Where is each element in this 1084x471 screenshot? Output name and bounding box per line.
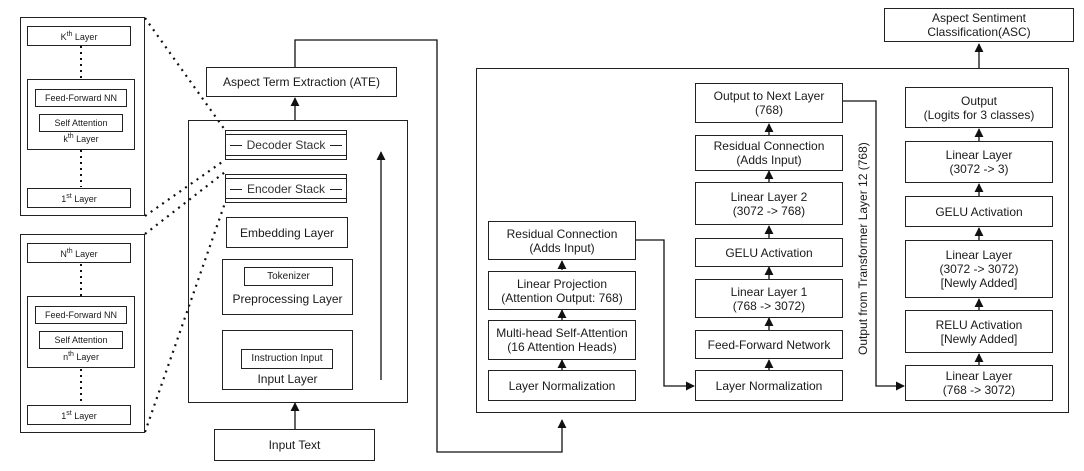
instruction-input-box: Instruction Input [241,349,333,369]
decoder-stack: Decoder Stack [225,130,347,160]
kth-layer-label: Kth Layer [60,31,98,42]
linear-layer-mid: Linear Layer(3072 -> 3072)[Newly Added] [905,240,1053,298]
encoder-layer-detail-bottom [20,234,145,433]
mhsa-box: Multi-head Self-Attention(16 Attention H… [488,320,636,360]
ffn-box: Feed-Forward Network [695,330,843,359]
tokenizer-label: Tokenizer [267,270,310,282]
layer-norm-a: Layer Normalization [488,370,636,401]
first-layer-label: 1st Layer [61,193,97,204]
model-container [188,120,408,403]
transformer-container [476,68,1069,413]
encoder-stack-label: Encoder Stack [242,181,330,196]
ffn-label: Feed-Forward NN [44,92,118,103]
gelu-activation-head: GELU Activation [905,196,1053,227]
nth-layer-label: Nth Layer [60,248,98,259]
attention-label: Self Attention [54,117,108,128]
preprocessing-layer-label: Preprocessing Layer [232,292,343,306]
instruction-input-label: Instruction Input [251,353,323,364]
linear-layer-top: Linear Layer(3072 -> 3) [905,141,1053,183]
gelu-activation-a: GELU Activation [695,238,843,267]
ffn-box-bottom: Feed-Forward NN [35,306,127,324]
encoder-layer-detail-top [20,17,145,216]
attention-label: Self Attention [54,334,108,345]
inner-layer-label: kth Layer [63,133,99,144]
linear-layer-bottom: Linear Layer(768 -> 3072) [905,365,1053,401]
ffn-label: Feed-Forward NN [44,309,118,320]
input-layer-label: Input Layer [257,372,318,386]
attention-box-bottom: Self Attention [39,331,123,349]
attention-box-top: Self Attention [39,114,123,132]
ate-label: Aspect Term Extraction (ATE) [223,75,380,89]
output-logits-box: Output(Logits for 3 classes) [905,87,1053,128]
first-layer-box-top: 1st Layer [27,188,131,208]
first-layer-label: 1st Layer [61,410,97,421]
embedding-layer-box: Embedding Layer [226,217,348,248]
ate-box: Aspect Term Extraction (ATE) [206,67,397,97]
kth-layer-box: Kth Layer [27,26,131,46]
linear-projection-box: Linear Projection(Attention Output: 768) [488,271,636,310]
transformer-output-label: Output from Transformer Layer 12 (768) [856,142,870,355]
output-next-layer-box: Output to Next Layer(768) [695,83,843,123]
ffn-box-top: Feed-Forward NN [35,89,127,107]
input-text-label: Input Text [268,438,321,452]
encoder-stack: Encoder Stack [225,174,347,203]
residual-connection-a: Residual Connection(Adds Input) [488,221,636,260]
decoder-stack-label: Decoder Stack [242,138,330,152]
first-layer-box-bottom: 1st Layer [27,405,131,425]
inner-layer-label: nth Layer [63,351,99,362]
linear-layer-1-box: Linear Layer 1(768 -> 3072) [695,279,843,318]
tokenizer-box: Tokenizer [244,267,333,286]
residual-connection-b: Residual Connection(Adds Input) [695,135,843,171]
linear-layer-2-box: Linear Layer 2(3072 -> 768) [695,182,843,225]
input-text-box: Input Text [214,429,375,461]
relu-activation-box: RELU Activation[Newly Added] [905,310,1053,353]
nth-layer-box: Nth Layer [27,243,131,263]
embedding-layer-label: Embedding Layer [239,225,335,240]
layer-norm-b: Layer Normalization [695,370,843,401]
